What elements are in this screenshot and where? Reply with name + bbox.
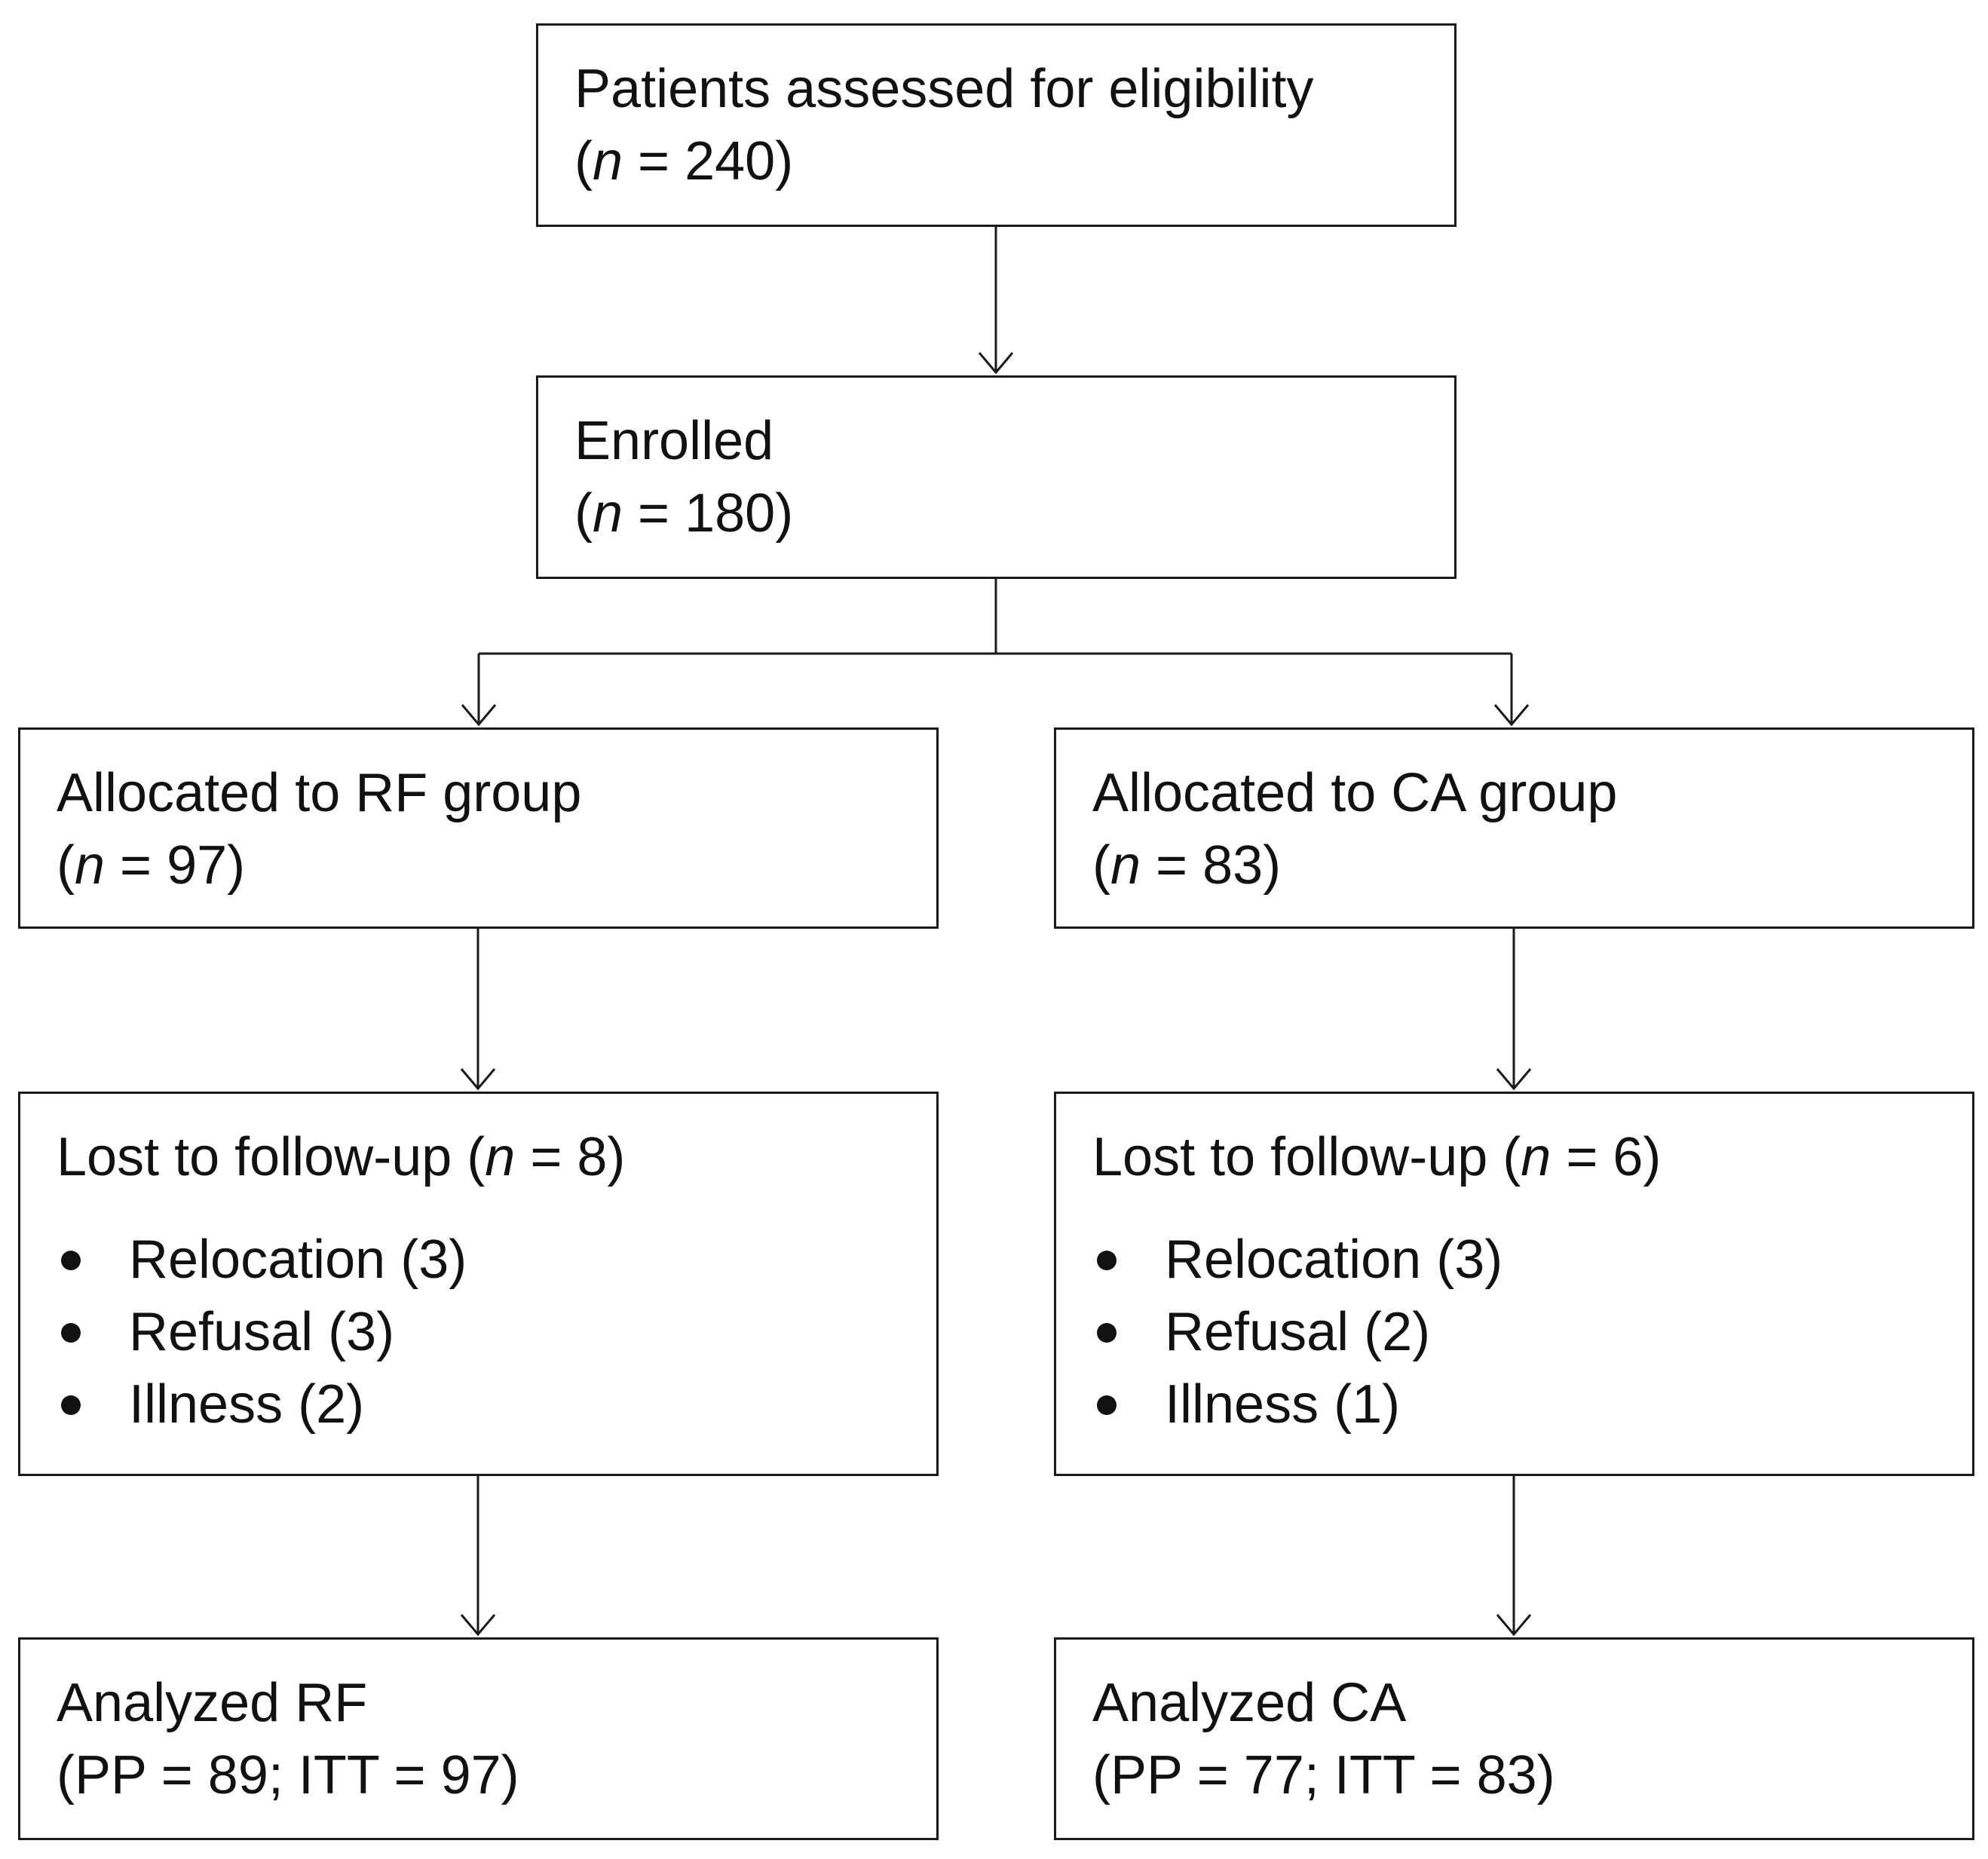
arrowhead-alloc-ca <box>1493 704 1530 727</box>
lost-ca-title: Lost to follow-up (n = 6) <box>1092 1121 1936 1193</box>
analyzed-rf-title: Analyzed RF <box>57 1673 368 1733</box>
allocation-rf-count: (n = 97) <box>57 829 900 902</box>
list-item: Relocation (3) <box>57 1224 900 1296</box>
list-item: Illness (1) <box>1092 1368 1936 1441</box>
lost-rf-title-prefix: Lost to follow-up ( <box>57 1127 486 1187</box>
enrolled-count-suffix: = 180) <box>623 483 794 544</box>
list-item: Relocation (3) <box>1092 1224 1936 1296</box>
arrowhead-analyzed-rf <box>460 1614 496 1637</box>
allocation-ca-count-suffix: = 83) <box>1141 835 1282 896</box>
lost-followup-ca-box: Lost to follow-up (n = 6) Relocation (3)… <box>1054 1092 1974 1476</box>
allocation-ca-count-prefix: ( <box>1092 835 1110 896</box>
allocation-rf-title: Allocated to RF group <box>57 763 582 823</box>
bullet-icon <box>1097 1323 1117 1343</box>
eligibility-count-suffix: = 240) <box>623 131 794 191</box>
lost-rf-reason: Relocation (3) <box>129 1230 467 1290</box>
allocation-rf-count-prefix: ( <box>57 835 75 896</box>
bullet-icon <box>61 1251 81 1270</box>
arrowhead-enrolled <box>978 352 1014 375</box>
lost-rf-reason: Illness (2) <box>129 1374 365 1435</box>
bullet-icon <box>61 1323 81 1343</box>
enrolled-count: (n = 180) <box>574 477 1418 550</box>
lost-ca-reason: Refusal (2) <box>1165 1302 1431 1362</box>
eligibility-title: Patients assessed for eligibility <box>574 59 1314 119</box>
lost-ca-reasons-list: Relocation (3) Refusal (2) Illness (1) <box>1092 1224 1936 1441</box>
lost-ca-title-suffix: = 6) <box>1551 1127 1662 1187</box>
list-item: Refusal (3) <box>57 1296 900 1368</box>
allocation-rf-count-suffix: = 97) <box>105 835 246 896</box>
bullet-icon <box>1097 1251 1117 1270</box>
arrowhead-analyzed-ca <box>1496 1614 1532 1637</box>
bullet-icon <box>1097 1395 1117 1415</box>
allocation-ca-box: Allocated to CA group (n = 83) <box>1054 727 1974 929</box>
lost-ca-reason: Illness (1) <box>1165 1374 1401 1435</box>
allocation-ca-title: Allocated to CA group <box>1092 763 1618 823</box>
analyzed-rf-box: Analyzed RF (PP = 89; ITT = 97) <box>18 1637 939 1840</box>
allocation-ca-n-symbol: n <box>1110 835 1141 896</box>
eligibility-box: Patients assessed for eligibility (n = 2… <box>536 23 1457 227</box>
enrolled-box: Enrolled (n = 180) <box>536 375 1457 579</box>
arrowhead-alloc-rf <box>461 704 497 727</box>
arrowhead-lost-rf <box>460 1068 496 1091</box>
enrolled-title: Enrolled <box>574 411 774 471</box>
analyzed-ca-title: Analyzed CA <box>1092 1673 1407 1733</box>
eligibility-n-symbol: n <box>592 131 623 191</box>
allocation-rf-n-symbol: n <box>74 835 106 896</box>
bullet-icon <box>61 1395 81 1415</box>
analyzed-ca-box: Analyzed CA (PP = 77; ITT = 83) <box>1054 1637 1974 1840</box>
arrowhead-lost-ca <box>1496 1068 1532 1091</box>
eligibility-count-prefix: ( <box>574 131 593 191</box>
analyzed-ca-detail: (PP = 77; ITT = 83) <box>1092 1745 1555 1805</box>
lost-ca-n-symbol: n <box>1521 1127 1551 1187</box>
analyzed-rf-detail: (PP = 89; ITT = 97) <box>57 1745 519 1805</box>
lost-rf-title-suffix: = 8) <box>515 1127 626 1187</box>
allocation-ca-count: (n = 83) <box>1092 829 1936 902</box>
enrolled-n-symbol: n <box>592 483 623 544</box>
lost-ca-title-prefix: Lost to follow-up ( <box>1092 1127 1521 1187</box>
lost-ca-reason: Relocation (3) <box>1165 1230 1503 1290</box>
lost-rf-reasons-list: Relocation (3) Refusal (3) Illness (2) <box>57 1224 900 1441</box>
allocation-rf-box: Allocated to RF group (n = 97) <box>18 727 939 929</box>
lost-rf-reason: Refusal (3) <box>129 1302 395 1362</box>
list-item: Refusal (2) <box>1092 1296 1936 1368</box>
list-item: Illness (2) <box>57 1368 900 1441</box>
eligibility-count: (n = 240) <box>574 125 1418 198</box>
enrolled-count-prefix: ( <box>574 483 593 544</box>
lost-rf-n-symbol: n <box>485 1127 516 1187</box>
lost-followup-rf-box: Lost to follow-up (n = 8) Relocation (3)… <box>18 1092 939 1476</box>
lost-rf-title: Lost to follow-up (n = 8) <box>57 1121 900 1193</box>
